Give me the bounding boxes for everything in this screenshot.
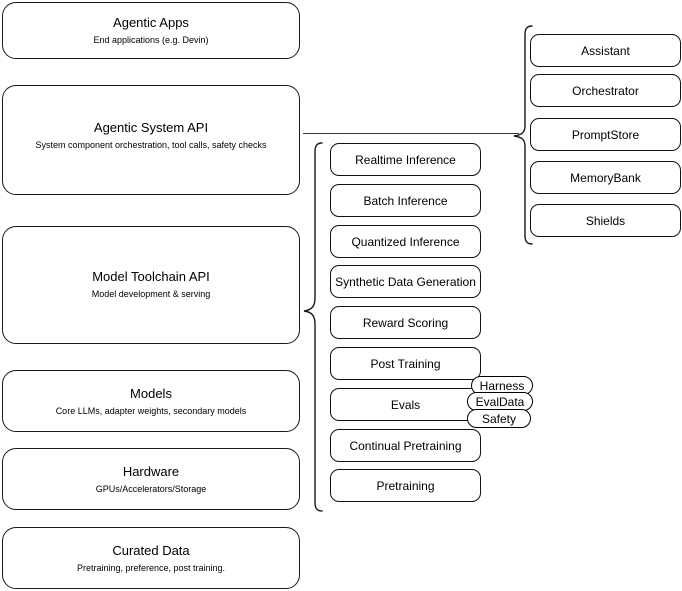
layer-subtitle: System component orchestration, tool cal… bbox=[35, 140, 267, 150]
layer-box-agentic-apps[interactable]: Agentic Apps End applications (e.g. Devi… bbox=[2, 2, 300, 59]
capability-label: Evals bbox=[390, 397, 421, 412]
capability-label: Realtime Inference bbox=[355, 152, 456, 167]
layer-title: Model Toolchain API bbox=[92, 269, 210, 284]
eval-badge-label: Safety bbox=[481, 411, 517, 426]
capability-batch-inference[interactable]: Batch Inference bbox=[330, 184, 481, 217]
layer-subtitle: GPUs/Accelerators/Storage bbox=[95, 483, 207, 494]
eval-badge-harness[interactable]: Harness bbox=[471, 376, 533, 395]
capability-label: Post Training bbox=[370, 356, 441, 371]
component-label: PromptStore bbox=[571, 127, 640, 142]
capability-label: Pretraining bbox=[376, 478, 435, 493]
eval-badge-safety[interactable]: Safety bbox=[467, 409, 531, 428]
capability-continual-pretraining[interactable]: Continual Pretraining bbox=[330, 429, 481, 462]
layer-box-curated-data[interactable]: Curated Data Pretraining, preference, po… bbox=[2, 527, 300, 589]
layer-subtitle: End applications (e.g. Devin) bbox=[93, 35, 209, 45]
layer-box-agentic-system-api[interactable]: Agentic System API System component orch… bbox=[2, 85, 300, 195]
component-label: MemoryBank bbox=[570, 170, 641, 185]
layer-title: Agentic System API bbox=[93, 120, 209, 135]
system-brace bbox=[506, 21, 534, 251]
layer-subtitle: Pretraining, preference, post training. bbox=[76, 562, 226, 573]
component-label: Orchestrator bbox=[572, 83, 639, 98]
layer-title: Curated Data bbox=[112, 542, 190, 558]
capability-quantized-inference[interactable]: Quantized Inference bbox=[330, 225, 481, 258]
component-assistant[interactable]: Assistant bbox=[530, 34, 681, 67]
component-memorybank[interactable]: MemoryBank bbox=[530, 161, 681, 194]
capability-pretraining[interactable]: Pretraining bbox=[330, 469, 481, 502]
component-label: Assistant bbox=[581, 43, 630, 58]
toolchain-brace bbox=[296, 138, 324, 522]
capability-reward-scoring[interactable]: Reward Scoring bbox=[330, 306, 481, 339]
system-api-connector-line bbox=[303, 133, 519, 134]
layer-box-hardware[interactable]: Hardware GPUs/Accelerators/Storage bbox=[2, 448, 300, 510]
layer-box-model-toolchain-api[interactable]: Model Toolchain API Model development & … bbox=[2, 226, 300, 344]
layer-box-models[interactable]: Models Core LLMs, adapter weights, secon… bbox=[2, 370, 300, 432]
capability-label: Synthetic Data Generation bbox=[335, 274, 476, 289]
capability-label: Continual Pretraining bbox=[349, 438, 462, 453]
capability-realtime-inference[interactable]: Realtime Inference bbox=[330, 143, 481, 176]
layer-title: Models bbox=[130, 385, 172, 401]
capability-synthetic-data-generation[interactable]: Synthetic Data Generation bbox=[330, 265, 481, 298]
layer-title: Hardware bbox=[122, 463, 180, 479]
eval-badge-evaldata[interactable]: EvalData bbox=[467, 392, 533, 411]
eval-badge-label: Harness bbox=[479, 378, 525, 393]
component-promptstore[interactable]: PromptStore bbox=[530, 118, 681, 151]
capability-label: Batch Inference bbox=[363, 193, 448, 208]
layer-subtitle: Model development & serving bbox=[91, 289, 211, 299]
component-shields[interactable]: Shields bbox=[530, 204, 681, 237]
layer-title: Agentic Apps bbox=[113, 15, 189, 30]
capability-post-training[interactable]: Post Training bbox=[330, 347, 481, 380]
component-label: Shields bbox=[585, 213, 626, 228]
eval-badge-label: EvalData bbox=[475, 394, 525, 409]
capability-label: Quantized Inference bbox=[351, 234, 460, 249]
component-orchestrator[interactable]: Orchestrator bbox=[530, 74, 681, 107]
capability-evals[interactable]: Evals bbox=[330, 388, 481, 421]
layer-subtitle: Core LLMs, adapter weights, secondary mo… bbox=[55, 405, 247, 416]
capability-label: Reward Scoring bbox=[362, 315, 449, 330]
